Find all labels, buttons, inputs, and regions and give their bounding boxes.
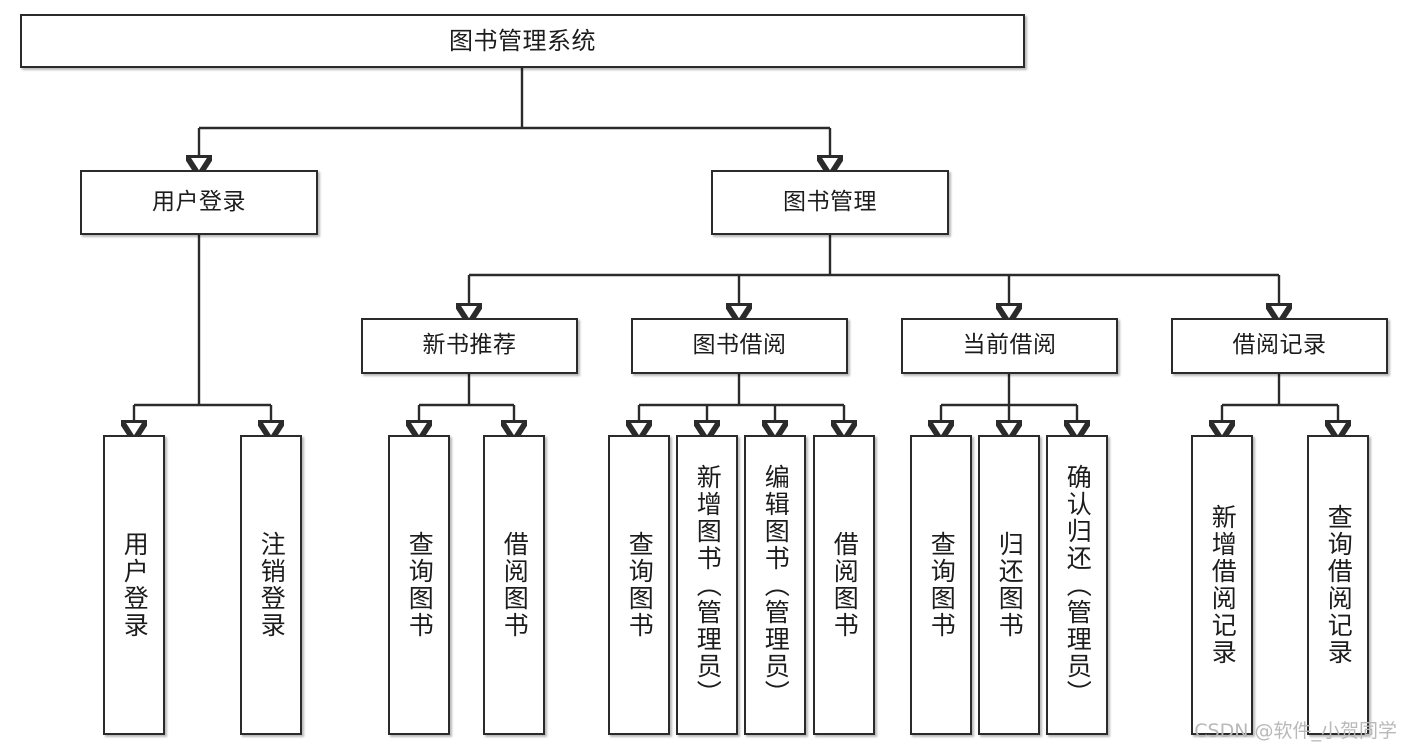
leaf-logout[interactable]: 注销登录 xyxy=(240,435,302,735)
leaf-new-book-query-book[interactable]: 查询图书 xyxy=(388,435,450,735)
node-label: 图书管理系统 xyxy=(449,26,596,55)
node-label: 图书借阅 xyxy=(692,332,787,359)
node-borrow-records[interactable]: 借阅记录 xyxy=(1171,318,1388,374)
node-label: 新增借阅记录 xyxy=(1208,504,1238,666)
leaf-new-book-borrow-book[interactable]: 借阅图书 xyxy=(483,435,545,735)
leaf-records-add-record[interactable]: 新增借阅记录 xyxy=(1191,435,1253,735)
node-label: 借阅图书 xyxy=(500,531,530,639)
node-user-login[interactable]: 用户登录 xyxy=(80,170,318,235)
leaf-borrow-edit-book-admin[interactable]: 编辑图书（管理员） xyxy=(744,435,806,735)
node-label: 借阅记录 xyxy=(1232,332,1327,359)
leaf-current-query-book[interactable]: 查询图书 xyxy=(910,435,972,735)
node-label: 新增图书（管理员） xyxy=(693,463,723,707)
node-label: 用户登录 xyxy=(120,531,150,639)
node-book-management[interactable]: 图书管理 xyxy=(711,170,949,235)
watermark: CSDN @软件_小贺同学 xyxy=(1194,720,1397,742)
node-label: 用户登录 xyxy=(152,188,246,215)
leaf-user-login[interactable]: 用户登录 xyxy=(103,435,165,735)
node-label: 查询图书 xyxy=(625,531,655,639)
node-label: 确认归还（管理员） xyxy=(1063,463,1093,707)
node-label: 借阅图书 xyxy=(830,531,860,639)
node-label: 新书推荐 xyxy=(422,332,517,359)
node-label: 编辑图书（管理员） xyxy=(761,463,791,707)
node-label: 当前借阅 xyxy=(962,332,1057,359)
node-label: 查询图书 xyxy=(405,531,435,639)
leaf-records-query-record[interactable]: 查询借阅记录 xyxy=(1307,435,1369,735)
node-label: 图书管理 xyxy=(783,188,877,215)
leaf-current-return-book[interactable]: 归还图书 xyxy=(978,435,1040,735)
node-current-borrow[interactable]: 当前借阅 xyxy=(901,318,1118,374)
node-new-book-recommend[interactable]: 新书推荐 xyxy=(361,318,578,374)
leaf-current-confirm-return-admin[interactable]: 确认归还（管理员） xyxy=(1046,435,1108,735)
leaf-borrow-borrow-book[interactable]: 借阅图书 xyxy=(813,435,875,735)
leaf-borrow-query-book[interactable]: 查询图书 xyxy=(608,435,670,735)
node-label: 注销登录 xyxy=(257,531,287,639)
node-root-book-management-system[interactable]: 图书管理系统 xyxy=(20,14,1025,68)
node-label: 查询借阅记录 xyxy=(1324,504,1354,666)
node-label: 查询图书 xyxy=(927,531,957,639)
node-label: 归还图书 xyxy=(995,531,1025,639)
node-book-borrow[interactable]: 图书借阅 xyxy=(631,318,848,374)
leaf-borrow-add-book-admin[interactable]: 新增图书（管理员） xyxy=(676,435,738,735)
